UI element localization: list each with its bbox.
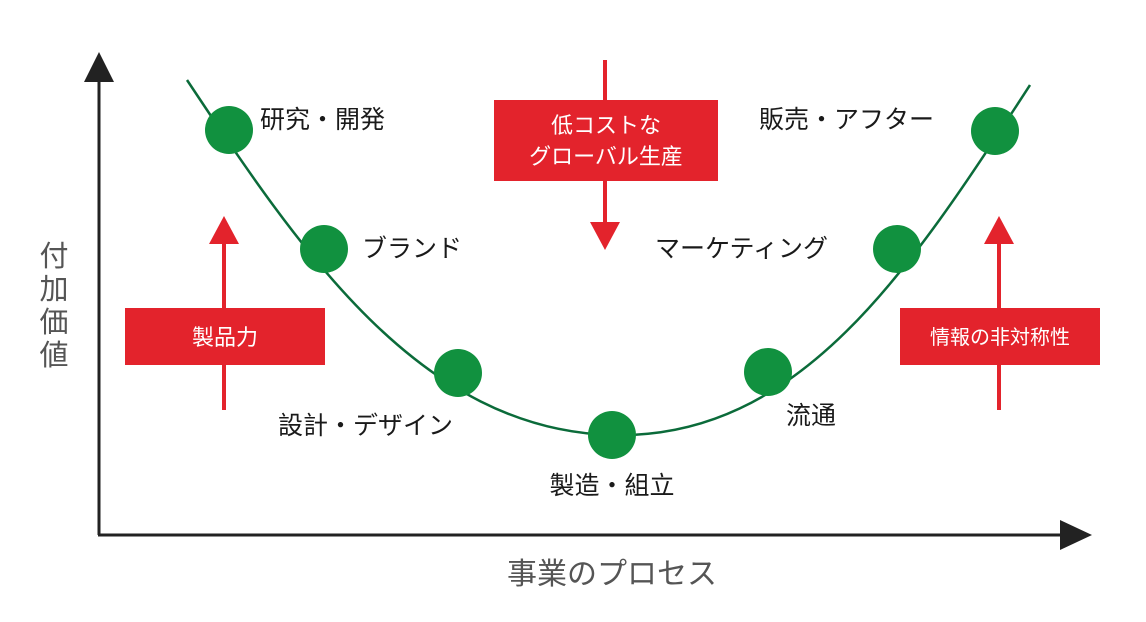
y-axis-title: 付 加 価 値 <box>39 239 68 372</box>
global-production-arrowhead <box>590 222 620 250</box>
global-production-text-line1: 低コストな <box>551 114 661 139</box>
node-sales <box>971 107 1019 155</box>
axes <box>84 52 1092 550</box>
node-rnd <box>205 106 253 154</box>
node-distribution <box>744 348 792 396</box>
stage-label-rnd: 研究・開発 <box>260 105 385 134</box>
node-brand <box>300 225 348 273</box>
node-design <box>434 349 482 397</box>
stage-label-brand: ブランド <box>362 234 462 263</box>
y-axis-arrowhead <box>84 52 114 82</box>
stage-label-manufacturing: 製造・組立 <box>549 471 674 500</box>
y-axis-title-char-3: 価 <box>39 305 68 339</box>
node-marketing <box>873 225 921 273</box>
stage-label-marketing: マーケティング <box>655 234 828 263</box>
y-axis-title-char-2: 加 <box>39 272 68 306</box>
global-production-indicator: 低コストな グローバル生産 <box>494 60 718 250</box>
information-asymmetry-text: 情報の非対称性 <box>930 325 1070 349</box>
curve-nodes <box>205 106 1019 459</box>
y-axis-title-char-1: 付 <box>39 239 68 273</box>
information-asymmetry-box <box>900 308 1100 365</box>
stage-labels: 研究・開発 ブランド 設計・デザイン 製造・組立 流通 マーケティング 販売・ア… <box>260 105 934 500</box>
global-production-text-line2: グローバル生産 <box>529 145 683 170</box>
node-manufacturing <box>588 411 636 459</box>
stage-label-sales: 販売・アフター <box>759 105 934 134</box>
product-power-arrowhead <box>209 216 239 244</box>
information-asymmetry-indicator: 情報の非対称性 <box>900 216 1100 410</box>
global-production-box <box>494 100 718 181</box>
product-power-text: 製品力 <box>192 326 258 351</box>
information-asymmetry-arrowhead <box>984 216 1014 244</box>
stage-label-distribution: 流通 <box>786 401 836 430</box>
stage-label-design: 設計・デザイン <box>278 411 453 440</box>
x-axis-title: 事業のプロセス <box>507 557 717 592</box>
y-axis-title-char-4: 値 <box>39 338 68 372</box>
product-power-box <box>125 308 325 365</box>
product-power-indicator: 製品力 <box>125 216 325 410</box>
x-axis-arrowhead <box>1060 520 1092 550</box>
